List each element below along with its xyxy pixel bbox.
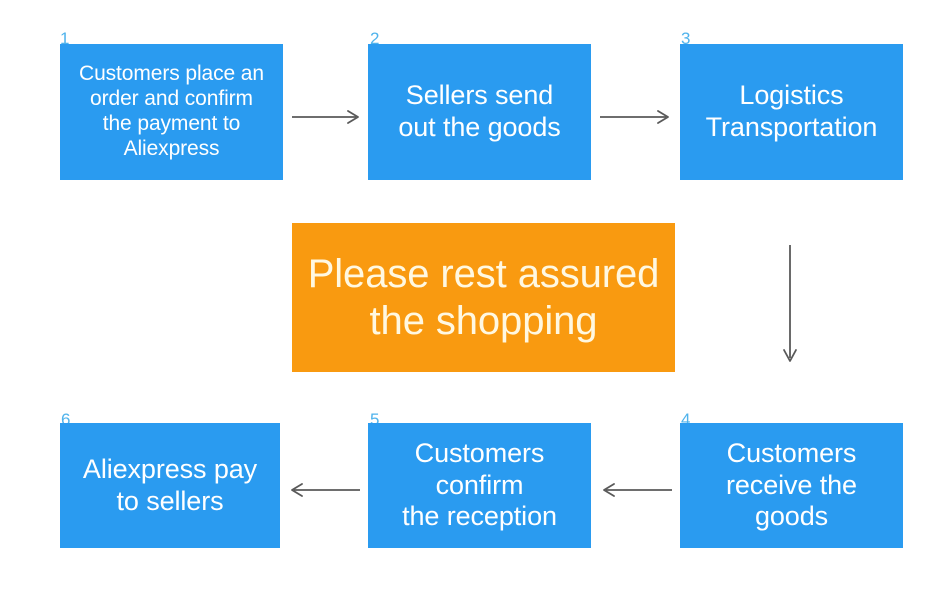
flow-box-step-5-label: Customers confirm the reception	[402, 437, 557, 532]
arrow-right-icon-step-1-to-2	[292, 110, 359, 124]
flow-box-step-6-label: Aliexpress pay to sellers	[82, 453, 258, 516]
step-number-5: 5	[370, 410, 380, 429]
step-number-1: 1	[60, 29, 70, 48]
flow-box-step-5[interactable]: Customers confirm the reception	[368, 423, 591, 548]
flow-box-step-2-label: Sellers send out the goods	[398, 80, 561, 142]
arrow-right-icon-step-2-to-3	[600, 110, 669, 124]
flow-box-step-3-label: Logistics Transportation	[705, 80, 878, 142]
step-number-3: 3	[681, 29, 691, 48]
arrow-left-icon-step-5-to-6	[291, 483, 360, 497]
flow-box-step-4[interactable]: Customers receive the goods	[680, 423, 903, 548]
callout-rest-assured: Please rest assured the shopping	[292, 223, 675, 372]
step-number-6: 6	[61, 410, 71, 429]
flow-box-step-2[interactable]: Sellers send out the goods	[368, 44, 591, 180]
flow-box-step-1[interactable]: Customers place an order and confirm the…	[60, 44, 283, 180]
step-number-4: 4	[681, 410, 691, 429]
step-number-2: 2	[370, 29, 380, 48]
flow-box-step-3[interactable]: Logistics Transportation	[680, 44, 903, 180]
flow-box-step-1-label: Customers place an order and confirm the…	[79, 62, 264, 160]
arrow-left-icon-step-4-to-5	[603, 483, 672, 497]
callout-rest-assured-label: Please rest assured the shopping	[307, 252, 660, 343]
flow-box-step-6[interactable]: Aliexpress pay to sellers	[60, 423, 280, 548]
arrow-down-icon-step-3-to-4	[783, 245, 797, 362]
flow-box-step-4-label: Customers receive the goods	[726, 437, 857, 532]
